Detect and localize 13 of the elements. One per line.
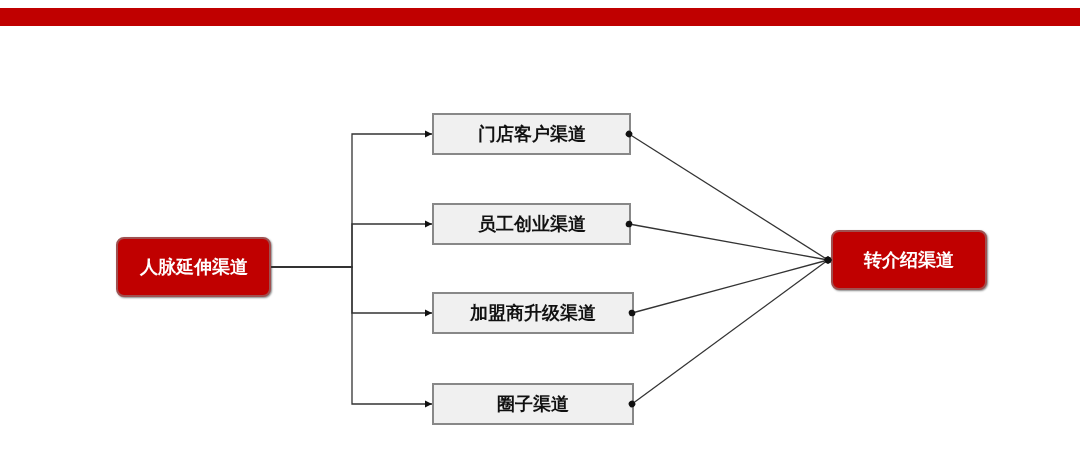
node-label: 圈子渠道 — [497, 392, 569, 416]
node-label: 员工创业渠道 — [477, 212, 586, 236]
process-box — [432, 203, 631, 245]
node-label: 加盟商升级渠道 — [470, 301, 596, 325]
channel-box — [831, 230, 987, 290]
process-box — [432, 383, 634, 425]
node-label: 转介绍渠道 — [864, 248, 954, 272]
process-box — [432, 292, 634, 334]
connector-arrow — [270, 266, 433, 408]
channel-box — [116, 237, 271, 297]
process-box — [432, 113, 631, 155]
node-label: 门店客户渠道 — [477, 122, 586, 146]
node-label: 人脉延伸渠道 — [139, 255, 248, 279]
